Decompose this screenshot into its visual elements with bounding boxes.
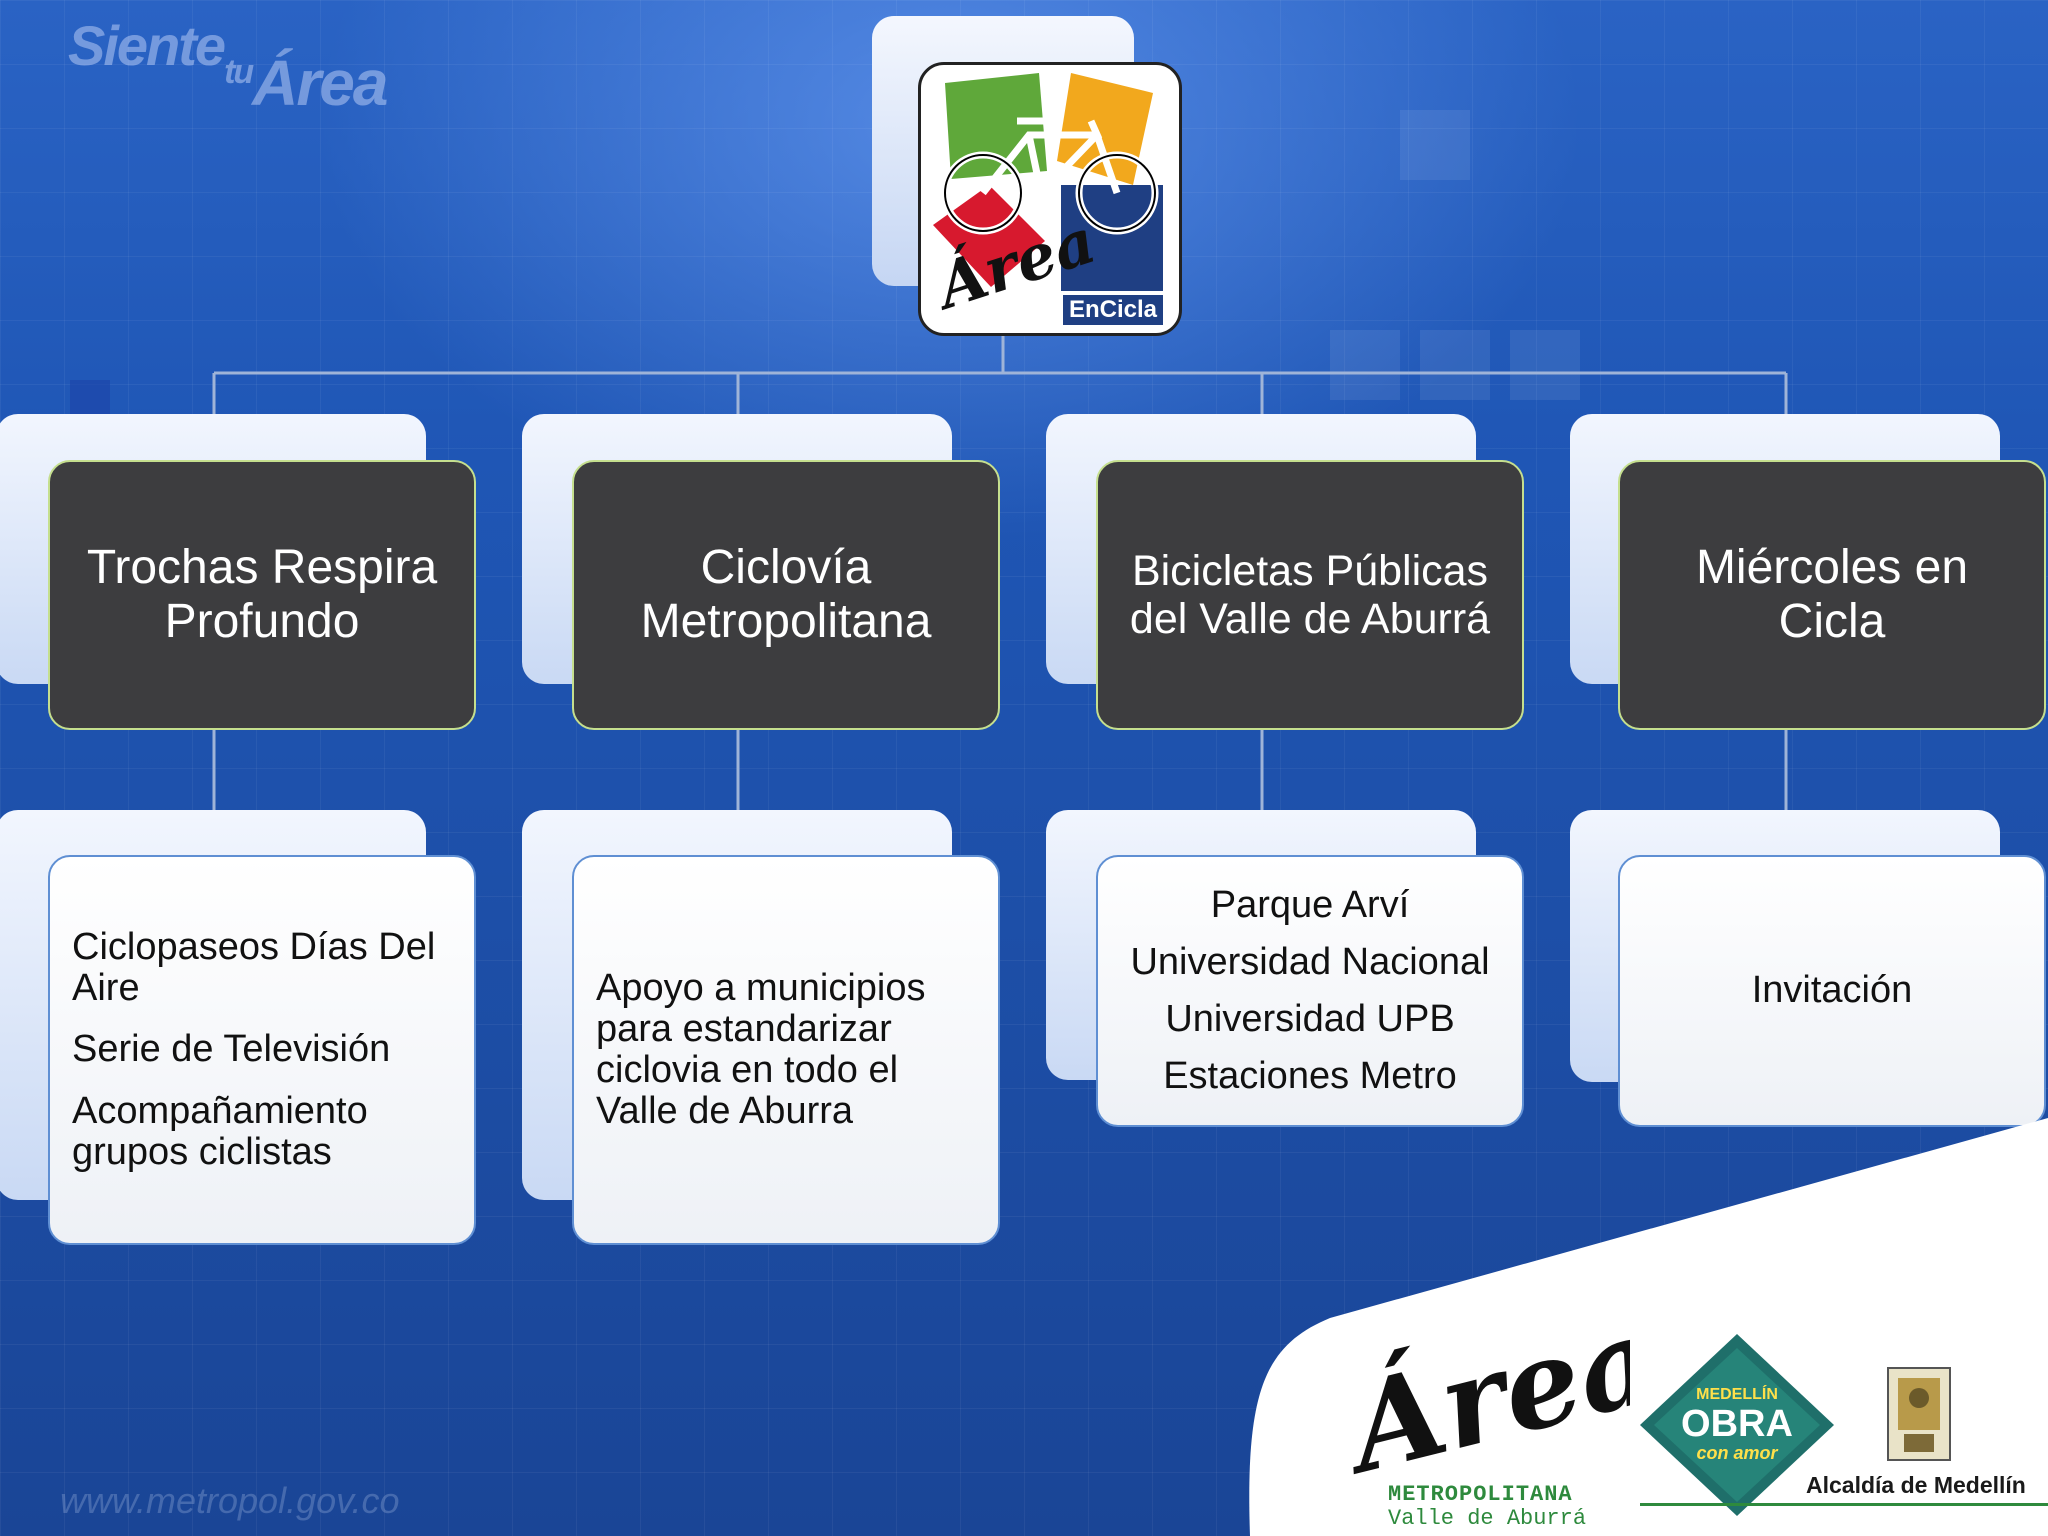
background-square [1400,110,1470,180]
list-item: Universidad Nacional [1130,940,1490,983]
obra-bot-text: con amor [1696,1443,1778,1463]
watermark-siente: Siente [68,14,226,77]
valle-aburra-text: Valle de Aburrá [1388,1506,1587,1531]
coat-of-arms-icon [1887,1367,1951,1461]
alcaldia-text: Alcaldía de Medellín [1806,1472,2026,1498]
background-square [1330,330,1400,400]
metropolitana-text: METROPOLITANA [1388,1482,1573,1507]
list-item: Universidad UPB [1165,998,1455,1040]
area-metropolitana-logo: Área [1340,1326,1630,1482]
background-square [1420,330,1490,400]
url-watermark: www.metropol.gov.co [60,1480,400,1521]
list-item: Serie de Televisión [72,1028,391,1071]
branch-items-bicicletas: Parque Arví Universidad Nacional Univers… [1096,855,1524,1127]
footer-green-line [1640,1503,2048,1506]
medellin-obra-badge-icon [1640,1334,1834,1516]
list-item: Estaciones Metro [1163,1055,1457,1098]
obra-top-text: MEDELLÍN [1696,1386,1778,1403]
list-item: Apoyo a municipios para estandarizar cic… [596,966,926,1133]
watermark-tu: tu [224,53,254,91]
branch-title-trochas: Trochas Respira Profundo [48,460,476,730]
list-item: Acompañamiento grupos ciclistas [72,1089,368,1173]
branch-title-ciclovia: Ciclovía Metropolitana [572,460,1000,730]
background-square [70,380,110,420]
branch-items-trochas: Ciclopaseos Días Del Aire Serie de Telev… [48,855,476,1245]
branch-title-bicicletas: Bicicletas Públicas del Valle de Aburrá [1096,460,1524,730]
list-item: Parque Arví [1210,883,1410,926]
background-square [1510,330,1580,400]
obra-mid-text: OBRA [1681,1403,1793,1445]
list-item: Invitación [1751,969,1913,1012]
siente-tu-area-watermark: SientetuÁrea [68,6,388,119]
branch-items-ciclovia: Apoyo a municipios para estandarizar cic… [572,855,1000,1245]
branch-title-miercoles: Miércoles en Cicla [1618,460,2046,730]
encicla-label: EnCicla [1061,293,1166,327]
watermark-area: Área [252,47,388,119]
area-script-text: Área [1340,1326,1630,1482]
list-item: Ciclopaseos Días Del Aire [72,926,436,1010]
branch-items-miercoles: Invitación [1618,855,2046,1127]
encicla-logo: Área EnCicla [918,62,1182,336]
